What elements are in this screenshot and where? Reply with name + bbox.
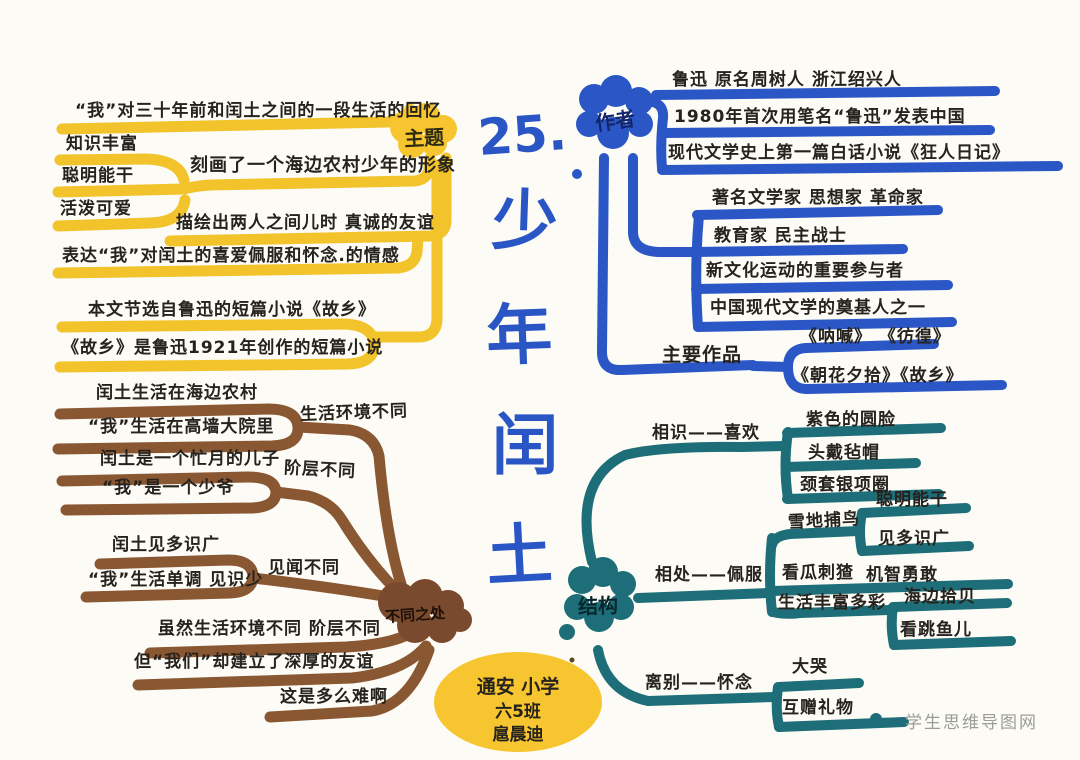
badge-name-text: 扈晨迪: [492, 725, 544, 745]
structure-branch-lines: [581, 423, 1016, 732]
author-line7-text: 中国现代文学的奠基人之一: [710, 298, 926, 318]
author-node-label: 作者: [593, 106, 637, 136]
title-lesson-number: 25.: [476, 102, 569, 168]
theme-source1-text: 本文节选自鲁迅的短篇小说《故乡》: [88, 300, 376, 320]
diff-know2-text: “我”生活单调 见识少: [88, 570, 264, 590]
structure-life1-text: 海边拾贝: [904, 587, 976, 607]
theme-trait1-text: 知识丰富: [66, 134, 138, 154]
differences-node-blob: [378, 579, 472, 643]
author-line5-text: 教育家 民主战士: [714, 226, 847, 246]
author-branch-lines: [597, 86, 1063, 394]
diff-sum3-text: 这是多么难啊: [280, 687, 388, 707]
diff-sum1-text: 虽然生活环境不同 阶层不同: [158, 619, 381, 639]
theme-emotion-text: 表达“我”对闰土的喜爱佩服和怀念.的情感: [62, 246, 400, 266]
theme-memory-text: “我”对三十年前和闰土之间的一段生活的回忆: [75, 101, 442, 121]
stray-blue-dot: [572, 169, 582, 179]
author-node-cloud: [576, 75, 653, 149]
diff-class1-text: 闰土是一个忙月的儿子: [100, 449, 280, 469]
school-badge-blob: [434, 652, 602, 752]
structure-part1-text: 大哭: [792, 657, 828, 677]
theme-trait3-text: 活泼可爱: [60, 199, 132, 219]
structure-part-text: 离别——怀念: [645, 673, 753, 693]
badge-ink-dot: [569, 657, 575, 663]
structure-meet2-text: 头戴毡帽: [808, 443, 880, 463]
theme-image-text: 刻画了一个海边农村少年的形象: [190, 155, 456, 176]
diff-sum2-text: 但“我们”却建立了深厚的友谊: [134, 652, 375, 672]
title-char-4: 土: [484, 515, 555, 596]
author-line2-text: 1980年首次用笔名“鲁迅”发表中国: [674, 107, 966, 127]
theme-source2-text: 《故乡》是鲁迅1921年创作的短篇小说: [62, 338, 384, 358]
structure-melon1-text: 机智勇敢: [866, 565, 938, 585]
author-line3-text: 现代文学史上第一篇白话小说《狂人日记》: [668, 143, 1010, 163]
structure-bird1-text: 聪明能干: [876, 490, 948, 510]
theme-trait2-text: 聪明能干: [62, 166, 134, 186]
author-line1-text: 鲁迅 原名周树人 浙江绍兴人: [672, 70, 902, 90]
structure-meet-text: 相识——喜欢: [652, 423, 760, 443]
watermark-text: 学生思维导图网: [905, 713, 1038, 733]
structure-life2-text: 看跳鱼儿: [900, 620, 972, 640]
author-works2-text: 《朝花夕拾》《故乡》: [792, 366, 964, 386]
author-works-label-text: 主要作品: [662, 344, 743, 366]
diff-class-label-text: 阶层不同: [283, 458, 357, 482]
diff-env-label-text: 生活环境不同: [299, 401, 409, 425]
author-line6-text: 新文化运动的重要参与者: [706, 261, 904, 281]
structure-node-cloud: [559, 557, 636, 640]
author-works1-text: 《呐喊》 《彷徨》: [800, 327, 951, 347]
structure-meet3-text: 颈套银项圈: [800, 475, 890, 495]
diff-know-label-text: 见闻不同: [268, 558, 340, 578]
diff-env2-text: “我”生活在高墙大院里: [88, 417, 275, 437]
structure-along-text: 相处——佩服: [655, 565, 763, 585]
theme-node-label: 主题: [403, 124, 445, 152]
structure-node-label: 结构: [577, 593, 619, 619]
stray-teal-dot: [870, 713, 882, 725]
diff-know1-text: 闰土见多识广: [112, 535, 220, 555]
structure-life-text: 生活丰富多彩: [778, 593, 886, 613]
title-char-3: 闰: [492, 407, 558, 484]
structure-bird2-text: 见多识广: [878, 529, 950, 549]
structure-melon-text: 看瓜刺猹: [782, 563, 854, 583]
theme-friendship-text: 描绘出两人之间儿时 真诚的友谊: [176, 213, 435, 233]
badge-school-text: 通安 小学: [476, 676, 560, 698]
structure-part2-text: 互赠礼物: [782, 698, 854, 718]
structure-meet1-text: 紫色的圆脸: [806, 410, 896, 430]
diff-env1-text: 闰土生活在海边农村: [96, 383, 258, 403]
theme-node-cloud: [390, 103, 457, 158]
title-char-1: 少: [490, 181, 560, 262]
structure-bird-text: 雪地捕鸟: [787, 509, 861, 533]
diff-class2-text: “我”是一个少爷: [102, 478, 235, 498]
differences-node-label: 不同之处: [384, 603, 446, 627]
title-char-2: 年: [484, 295, 554, 376]
author-line4-text: 著名文学家 思想家 革命家: [712, 188, 924, 208]
badge-class-text: 六5班: [495, 702, 541, 722]
